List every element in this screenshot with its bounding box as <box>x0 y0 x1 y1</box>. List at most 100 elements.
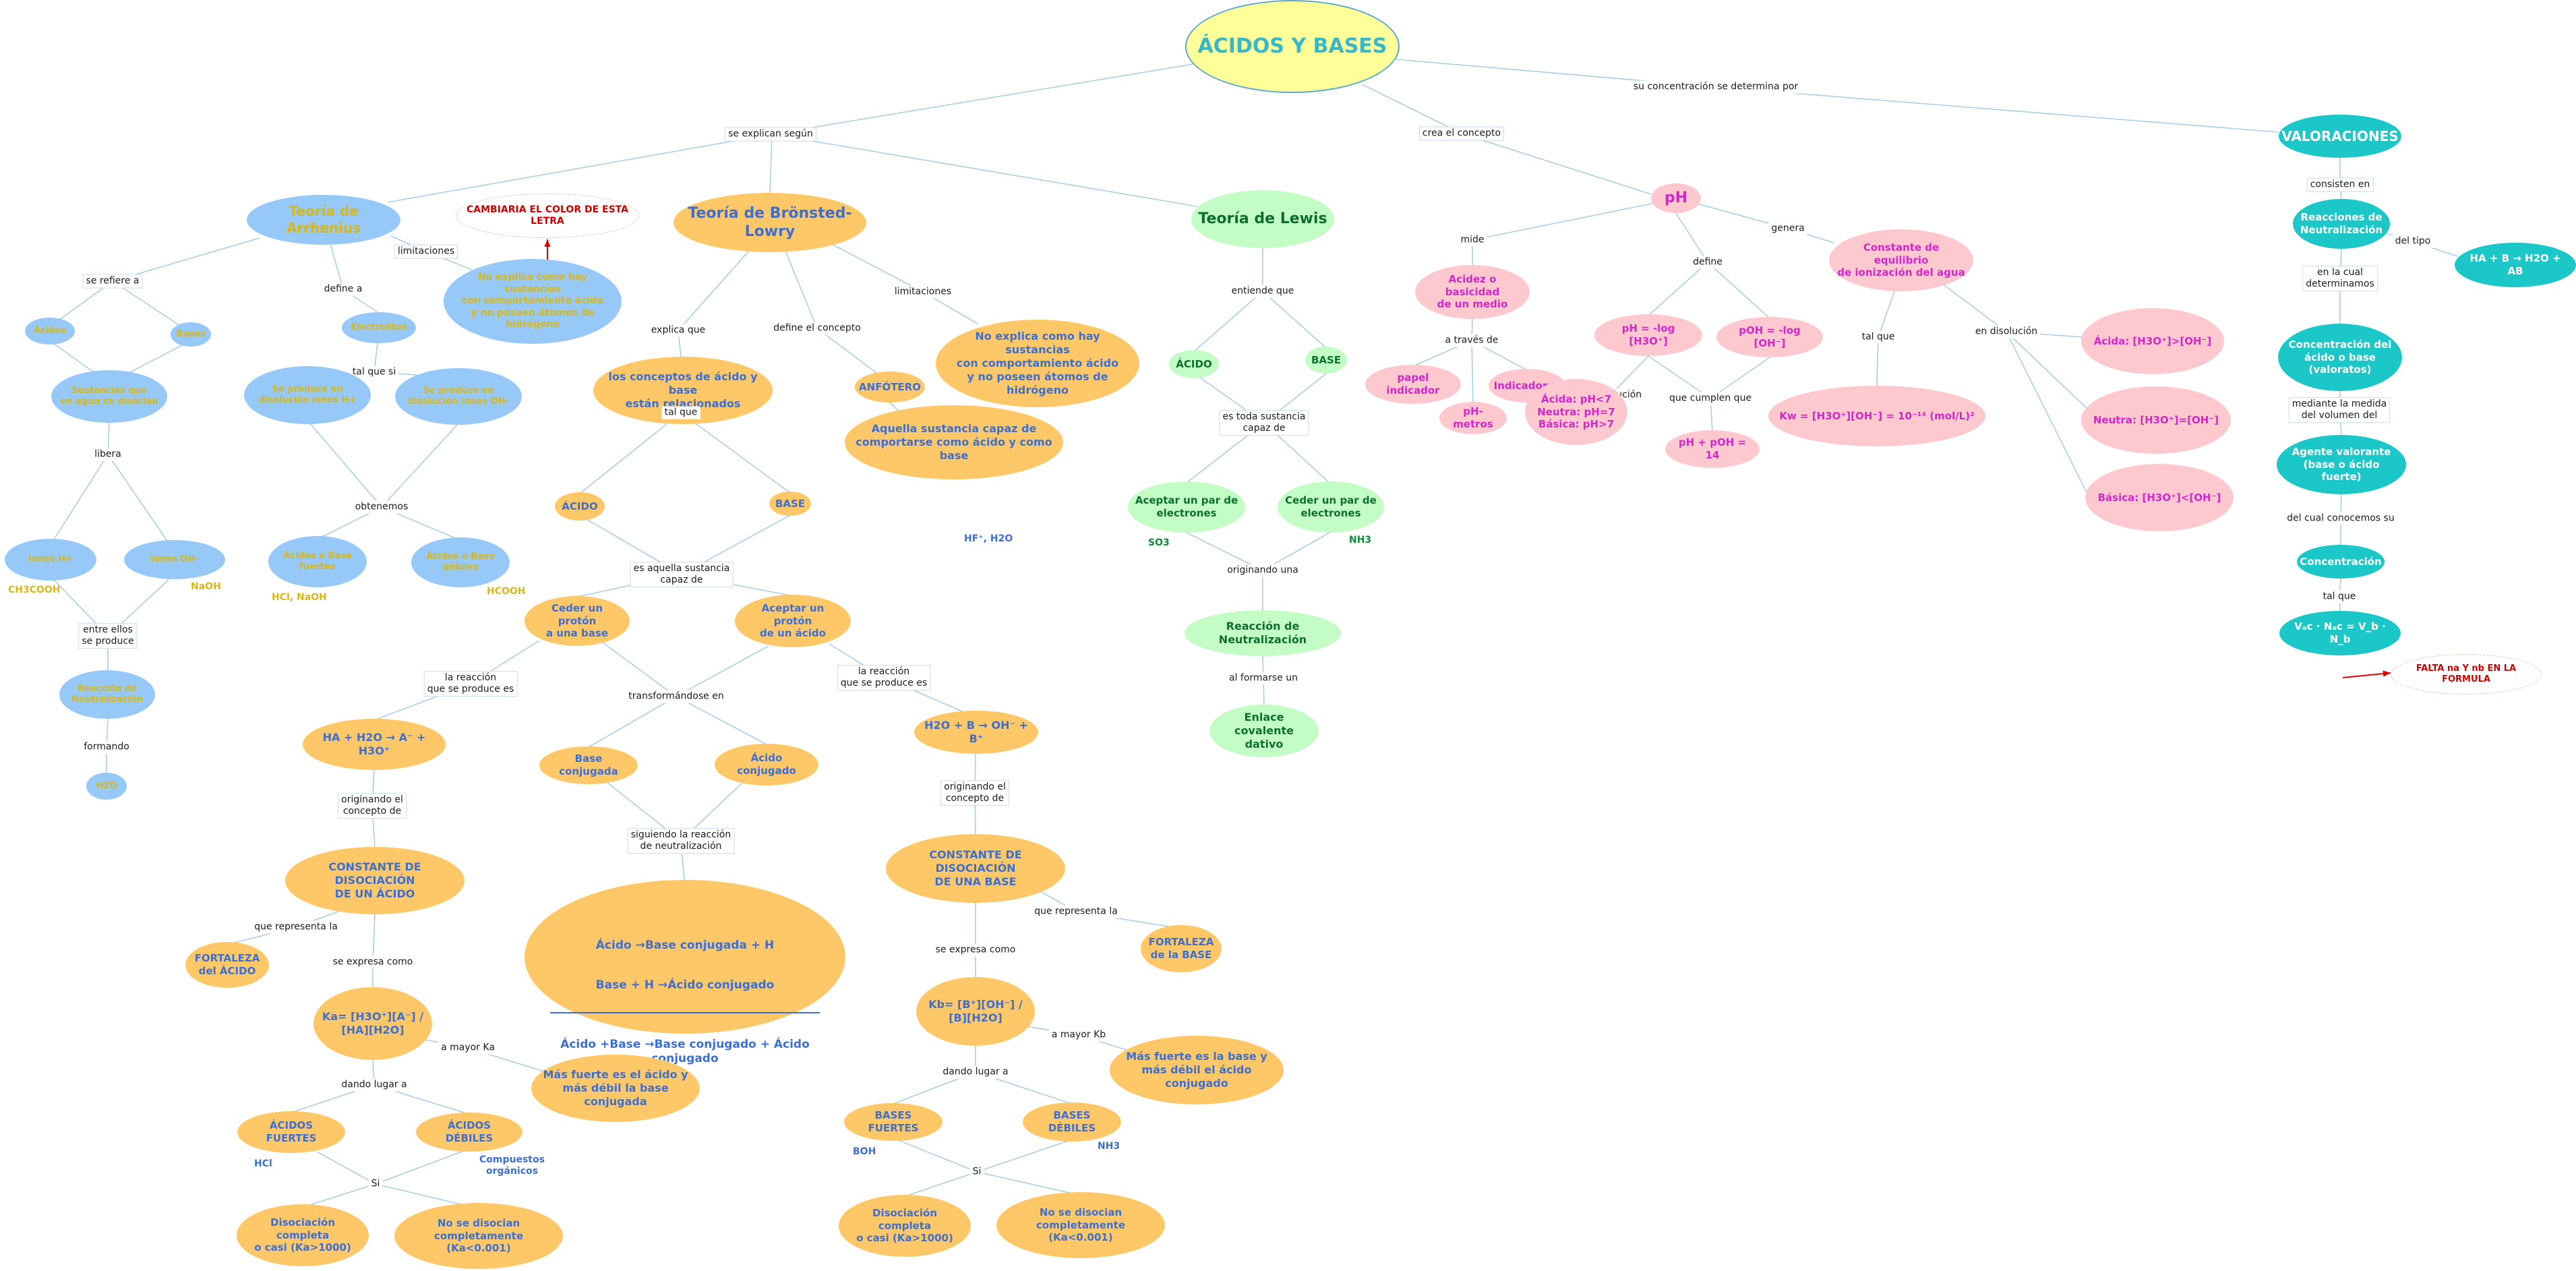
bronsted-acido-conjugado[interactable]: Ácido conjugado <box>715 744 818 786</box>
label-obtenemos: obtenemos <box>352 500 411 514</box>
bronsted-reaccion-base[interactable]: H2O + B → OH⁻ + B⁺ <box>914 711 1038 754</box>
arrhenius-limitation[interactable]: No explica como hay sustancias con compo… <box>444 259 622 344</box>
bronsted-dis-completa-a[interactable]: Disociación completa o casi (Ka>1000) <box>237 1204 369 1266</box>
ph-basica[interactable]: Básica: [H3O⁺]<[OH⁻] <box>2085 464 2234 531</box>
connector-line <box>53 280 113 324</box>
bronsted-dis-completa-b[interactable]: Disociación completa o casi (Ka>1000) <box>839 1195 971 1257</box>
arrhenius-fuertes[interactable]: Ácidos o Base fuertes <box>268 536 367 587</box>
ph-acidez[interactable]: Acidez o basicidad de un medio <box>1415 265 1530 319</box>
lewis-neutralizacion[interactable]: Reacción de Neutralización <box>1185 610 1341 656</box>
bronsted-reaccion-base-text: H2O + B → OH⁻ + B⁺ <box>924 719 1028 745</box>
lewis-aceptar-text: Aceptar un par de electrones <box>1135 494 1238 519</box>
bronsted-aceptar-text: Aceptar un protón de un ácido <box>760 601 826 640</box>
lewis-acido-text: ÁCIDO <box>1176 357 1212 370</box>
connector-line <box>1707 262 1770 319</box>
bronsted-acidos-fuertes[interactable]: ÁCIDOS FUERTES <box>237 1111 345 1153</box>
valoraciones-conc[interactable]: Concentración <box>2297 545 2385 579</box>
arrhenius-base-def[interactable]: Se produce en disolución iones OH- <box>395 368 522 425</box>
label-crea: crea el concepto <box>1418 126 1505 141</box>
connector-line <box>1471 340 1474 404</box>
bronsted-ceder[interactable]: Ceder un protón a una base <box>525 596 630 646</box>
poh-formula[interactable]: pOH = -log [OH⁻] <box>1716 317 1823 357</box>
label-a-traves: a través de <box>1442 334 1501 347</box>
label-limitaciones-b: limitaciones <box>891 285 955 299</box>
label-si-base: Si <box>969 1165 984 1179</box>
ph-kw[interactable]: Kw = [H3O⁺][OH⁻] = 10⁻¹⁴ (mol/L)² <box>1768 386 1985 446</box>
lewis-aceptar[interactable]: Aceptar un par de electrones <box>1128 481 1245 533</box>
arrhenius-sustancias-text: Sustancias que en agua se disocian <box>60 385 158 407</box>
bronsted-no-disocian-a[interactable]: No se disocian completamente (Ka<0.001) <box>394 1203 563 1269</box>
arrhenius-sustancias[interactable]: Sustancias que en agua se disocian <box>51 370 167 423</box>
lewis-base[interactable]: BASE <box>1305 347 1347 374</box>
valoraciones-concentracion-text: Concentración del ácido o base (valorato… <box>2288 338 2392 376</box>
bronsted-acidos-debiles[interactable]: ÁCIDOS DÉBILES <box>416 1113 522 1152</box>
lewis-enlace[interactable]: Enlace covalente dativo <box>1209 705 1319 757</box>
label-expresa-acido: se expresa como <box>330 955 416 969</box>
valoraciones-node[interactable]: VALORACIONES <box>2279 115 2401 158</box>
ph-rangos[interactable]: Ácida: pH<7 Neutra: pH=7 Básica: pH>7 <box>1525 379 1627 445</box>
bronsted-mas-fuerte-base[interactable]: Más fuerte es la base y más débil el áci… <box>1110 1036 1284 1104</box>
bronsted-mas-fuerte-acido[interactable]: Más fuerte es el ácido y más débil la ba… <box>531 1055 700 1122</box>
ph-formula[interactable]: pH = -log [H3O⁺] <box>1594 314 1702 356</box>
note-falta[interactable]: FALTA na Y nb EN LA FORMULA <box>2391 654 2542 694</box>
valoraciones-reacciones[interactable]: Reacciones de Neutralización <box>2293 199 2390 249</box>
arrhenius-agua[interactable]: H2O <box>86 773 127 800</box>
bronsted-conceptos-text: los conceptos de ácido y base están rela… <box>608 370 758 410</box>
arrhenius-iones-h[interactable]: Iones H+ <box>5 539 96 581</box>
label-originando-acido: originando el concepto de <box>338 793 407 819</box>
ph-papel[interactable]: papel indicador <box>1365 365 1461 404</box>
bronsted-fortaleza-acido[interactable]: FORTALEZA del ÁCIDO <box>185 942 269 988</box>
ph-node[interactable]: pH <box>1651 183 1701 213</box>
ph-acida[interactable]: Ácida: [H3O⁺]>[OH⁻] <box>2081 308 2224 374</box>
lewis-acido[interactable]: ÁCIDO <box>1169 350 1219 378</box>
ph-phmetros[interactable]: pH-metros <box>1439 402 1507 434</box>
bronsted-bases-debiles[interactable]: BASES DÉBILES <box>1023 1102 1121 1142</box>
bronsted-theory[interactable]: Teoría de Brönsted-Lowry <box>673 193 866 252</box>
ph-papel-text: papel indicador <box>1386 372 1440 396</box>
arrhenius-neutralizacion[interactable]: Reacción de Neutralización <box>59 670 155 719</box>
bronsted-anfotero[interactable]: ANFÓTERO <box>855 372 925 403</box>
arrhenius-bases[interactable]: Bases <box>171 322 211 347</box>
arrhenius-electrolitos[interactable]: Electrolitos <box>342 312 416 343</box>
valoraciones-tipo[interactable]: HA + B → H2O + AB <box>2455 243 2576 287</box>
bronsted-ecuaciones[interactable]: Ácido →Base conjugada + H Base + H →Ácid… <box>525 880 845 1065</box>
bronsted-ka[interactable]: Ka= [H3O⁺][A⁻] / [HA][H2O] <box>313 987 432 1060</box>
bronsted-constante-base[interactable]: CONSTANTE DE DISOCIACIÓN DE UNA BASE <box>886 834 1065 903</box>
arrhenius-theory[interactable]: Teoría de Arrhenius <box>247 195 400 245</box>
lewis-theory[interactable]: Teoría de Lewis <box>1191 190 1334 248</box>
bronsted-limitation[interactable]: No explica como hay sustancias con compo… <box>936 320 1139 407</box>
ph-neutra[interactable]: Neutra: [H3O⁺]=[OH⁻] <box>2081 386 2231 454</box>
valoraciones-formula[interactable]: Vₐc · Nₐc = V_b · N_b <box>2279 611 2401 655</box>
ph-suma[interactable]: pH + pOH = 14 <box>1665 430 1760 468</box>
lewis-ceder[interactable]: Ceder un par de electrones <box>1278 481 1384 533</box>
bronsted-constante-acido[interactable]: CONSTANTE DE DISOCIACIÓN DE UN ÁCIDO <box>285 847 465 914</box>
bronsted-acido[interactable]: ÁCIDO <box>555 492 605 521</box>
bronsted-bases-fuertes[interactable]: BASES FUERTES <box>844 1103 942 1141</box>
bronsted-no-disocian-b[interactable]: No se disocian completamente (Ka<0.001) <box>996 1192 1165 1258</box>
arrhenius-acidos[interactable]: Ácidos <box>25 318 75 345</box>
bronsted-fortaleza-base[interactable]: FORTALEZA de la BASE <box>1141 925 1222 972</box>
arrhenius-acido-def[interactable]: Se produce en disolución iones H+ <box>244 366 371 424</box>
arrhenius-agua-text: H2O <box>96 780 117 791</box>
label-define-ph: define <box>1690 256 1725 269</box>
bronsted-mas-fuerte-base-text: Más fuerte es la base y más débil el áci… <box>1126 1050 1267 1090</box>
bronsted-kb[interactable]: Kb= [B⁺][OH⁻] / [B][H2O] <box>916 977 1035 1046</box>
ph-constante-text: Constante de equilibrio de ionización de… <box>1837 241 1965 279</box>
label-define-concepto: define el concepto <box>771 322 864 335</box>
valoraciones-agente[interactable]: Agente valorante (base o ácido fuerte) <box>2277 435 2406 494</box>
note-cambiaria[interactable]: CAMBIARIA EL COLOR DE ESTA LETRA <box>456 194 639 238</box>
bronsted-base[interactable]: BASE <box>769 492 811 516</box>
valoraciones-concentracion[interactable]: Concentración del ácido o base (valorato… <box>2278 324 2402 391</box>
ph-constante[interactable]: Constante de equilibrio de ionización de… <box>1829 229 1973 291</box>
arrhenius-debiles[interactable]: Ácidos o Base débiles <box>411 537 510 587</box>
bronsted-anfotero-def[interactable]: Aquella sustancia capaz de comportarse c… <box>845 405 1063 479</box>
ph-acida-text: Ácida: [H3O⁺]>[OH⁻] <box>2093 334 2212 347</box>
connector-line <box>771 63 1194 135</box>
connector-line <box>579 412 682 494</box>
arrhenius-iones-oh[interactable]: Iones OH- <box>124 540 225 579</box>
bronsted-aceptar[interactable]: Aceptar un protón de un ácido <box>735 595 851 647</box>
bronsted-reaccion-acido[interactable]: HA + H2O → A⁻ + H3O⁺ <box>303 719 446 770</box>
bronsted-base-conjugada[interactable]: Base conjugada <box>539 746 638 784</box>
bronsted-eq2: Base + H →Ácido conjugado <box>595 978 775 992</box>
title-node[interactable]: ÁCIDOS Y BASES <box>1185 0 1400 93</box>
